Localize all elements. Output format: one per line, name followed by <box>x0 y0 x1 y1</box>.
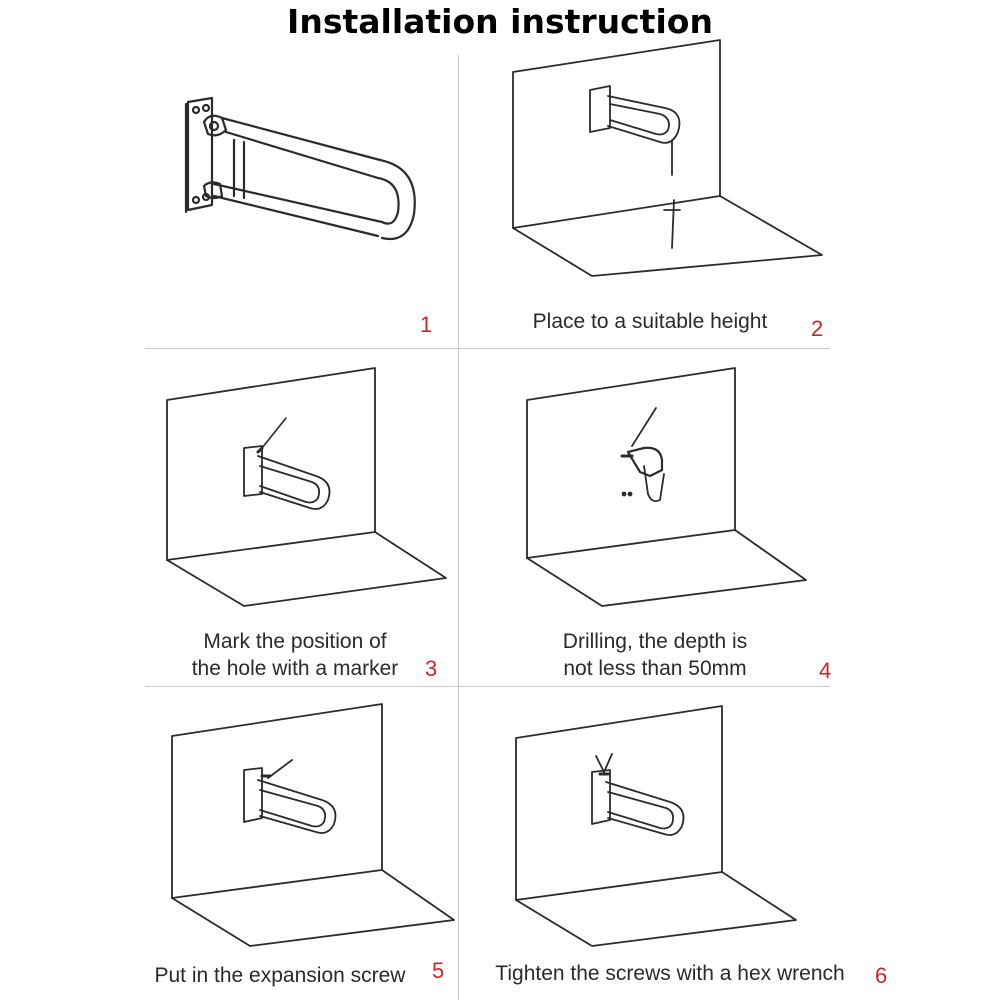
step-3-caption: Mark the position of the hole with a mar… <box>170 628 420 682</box>
step-3-caption-line-2: the hole with a marker <box>191 657 399 680</box>
step-6-number: 6 <box>875 963 888 988</box>
step-3-number: 3 <box>425 656 438 681</box>
drill-icon <box>526 367 807 607</box>
step-4-caption-line-2: not less than 50mm <box>563 657 747 680</box>
step-5-number: 5 <box>432 958 445 983</box>
step-4-number: 4 <box>819 658 832 683</box>
marker-icon <box>166 367 447 607</box>
step-4-caption: Drilling, the depth is not less than 50m… <box>530 628 780 682</box>
grab-bar-icon <box>184 96 416 241</box>
step-2-caption: Place to a suitable height <box>532 310 768 333</box>
page-title: Installation instruction <box>287 2 713 41</box>
screw-icon <box>171 703 455 947</box>
horizontal-divider-bottom <box>145 686 830 687</box>
vertical-divider <box>458 55 459 1000</box>
step-2-number: 2 <box>811 316 824 341</box>
step-3-caption-line-1: Mark the position of <box>203 630 387 653</box>
step-4-caption-line-1: Drilling, the depth is <box>562 630 748 653</box>
step-5-caption: Put in the expansion screw <box>154 964 406 987</box>
step-1-number: 1 <box>420 312 433 337</box>
step-6-caption: Tighten the screws with a hex wrench <box>495 962 845 985</box>
horizontal-divider-top <box>145 348 830 349</box>
wall-corner-icon <box>512 39 823 277</box>
